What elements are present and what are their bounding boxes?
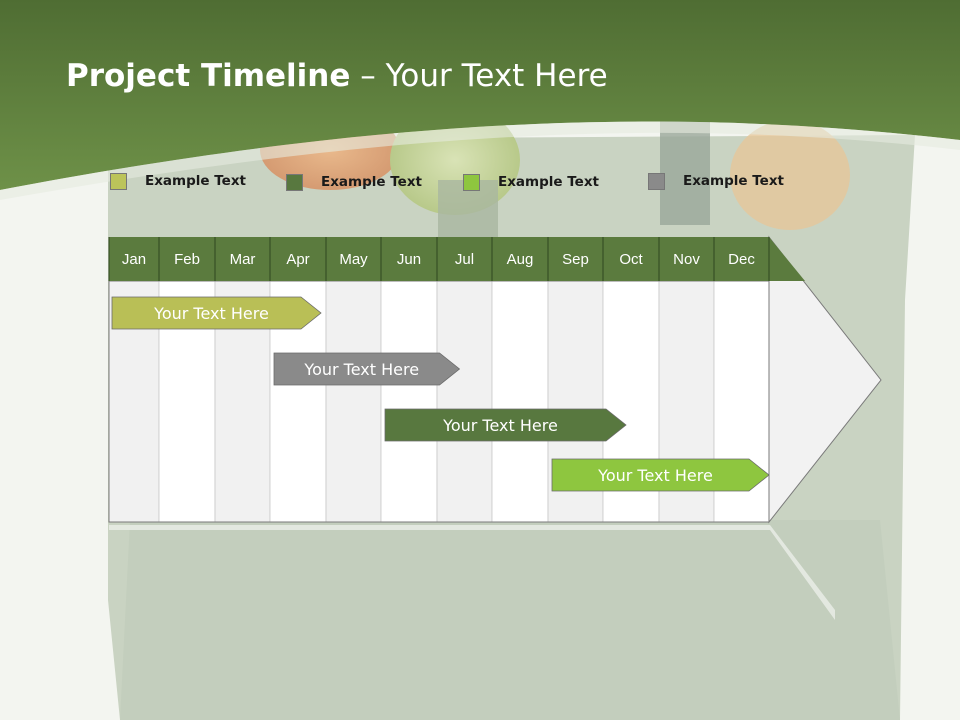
task-label: Your Text Here	[442, 416, 558, 435]
header-band	[0, 0, 960, 190]
task-bar	[551, 458, 770, 492]
page-title: Project Timeline – Your Text Here	[66, 58, 608, 94]
month-label: Oct	[619, 251, 643, 268]
month-label: Dec	[728, 251, 755, 268]
legend-label: Example Text	[683, 173, 784, 189]
task-label: Your Text Here	[303, 360, 419, 379]
month-label: Jul	[455, 251, 474, 268]
month-label: Jun	[397, 251, 421, 268]
task-label: Your Text Here	[597, 466, 713, 485]
legend-item: Example Text	[648, 171, 784, 191]
legend-item: Example Text	[286, 172, 422, 192]
month-label: Mar	[230, 251, 256, 268]
legend-label: Example Text	[321, 174, 422, 190]
chart-shadow	[109, 525, 835, 620]
month-header: Jan Feb Mar Apr May Jun Jul Aug Sep Oct Nov Dec	[108, 237, 805, 281]
task-bar	[384, 408, 627, 442]
legend-item: Example Text	[463, 172, 599, 192]
month-column	[325, 280, 382, 523]
month-label: Jan	[122, 251, 146, 268]
month-column	[380, 280, 438, 523]
month-label: Nov	[673, 251, 700, 268]
title-bold: Project Timeline	[66, 58, 351, 94]
legend-label: Example Text	[498, 174, 599, 190]
title-rest: – Your Text Here	[350, 58, 608, 94]
task-bar	[273, 352, 461, 386]
month-header-band	[109, 237, 805, 281]
month-label: Sep	[562, 251, 589, 268]
legend-swatch	[286, 173, 303, 191]
month-label: Aug	[507, 251, 534, 268]
task-label: Your Text Here	[153, 304, 269, 323]
legend-swatch	[463, 173, 480, 191]
legend-swatch	[648, 172, 665, 190]
task-bar	[111, 296, 322, 330]
legend-label: Example Text	[145, 173, 246, 189]
month-label: Apr	[286, 251, 309, 268]
legend-swatch	[110, 172, 127, 190]
month-column	[436, 280, 493, 523]
legend-item: Example Text	[110, 171, 246, 191]
month-label: Feb	[174, 251, 200, 268]
month-column	[491, 280, 549, 523]
month-label: May	[339, 251, 368, 268]
